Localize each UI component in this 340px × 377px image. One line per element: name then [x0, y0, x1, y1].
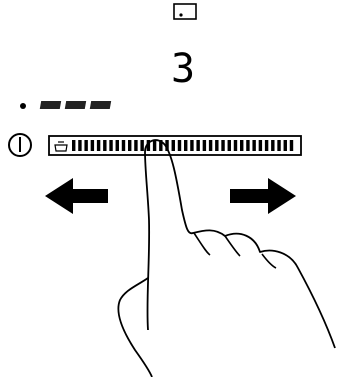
slider-segment: [116, 140, 119, 151]
slider-segment: [84, 140, 87, 151]
slider-segment: [128, 140, 131, 151]
level-segment: [90, 101, 111, 109]
pan-sensor-icon[interactable]: [174, 4, 196, 19]
touch-slider[interactable]: [49, 136, 301, 155]
slider-segment: [97, 140, 100, 151]
arrow-left-icon: [45, 178, 108, 214]
slider-segment: [284, 140, 287, 151]
slider-segment: [290, 140, 293, 151]
slider-segment: [277, 140, 280, 151]
slider-segment: [78, 140, 81, 151]
slider-segment: [265, 140, 268, 151]
arrow-right-icon: [230, 178, 296, 214]
slider-segment: [240, 140, 243, 151]
slider-segment: [203, 140, 206, 151]
slider-segment: [153, 140, 156, 151]
slider-segment: [228, 140, 231, 151]
slider-segment: [172, 140, 175, 151]
level-indicator: [40, 101, 111, 109]
level-segment: [65, 101, 86, 109]
slider-segment: [259, 140, 262, 151]
slider-segment: [221, 140, 224, 151]
slider-segment: [140, 140, 143, 151]
slider-segment: [178, 140, 181, 151]
slider-segment: [103, 140, 106, 151]
slider-segment: [271, 140, 274, 151]
slider-segment: [134, 140, 137, 151]
power-level-value: 3: [171, 46, 195, 92]
power-level-display: 3: [171, 46, 195, 92]
slider-segment: [215, 140, 218, 151]
power-icon[interactable]: [9, 134, 31, 156]
slider-segment: [184, 140, 187, 151]
level-segment: [40, 101, 61, 109]
slider-segment: [252, 140, 255, 151]
hand-pointer-icon: [118, 140, 335, 377]
slider-segment: [246, 140, 249, 151]
slider-segment: [122, 140, 125, 151]
indicator-dot: [20, 103, 26, 109]
slider-segment: [234, 140, 237, 151]
slider-segment: [209, 140, 212, 151]
slider-segment: [196, 140, 199, 151]
slider-segment: [109, 140, 112, 151]
slider-segment: [190, 140, 193, 151]
slider-segment: [72, 140, 75, 151]
slider-segment: [91, 140, 94, 151]
